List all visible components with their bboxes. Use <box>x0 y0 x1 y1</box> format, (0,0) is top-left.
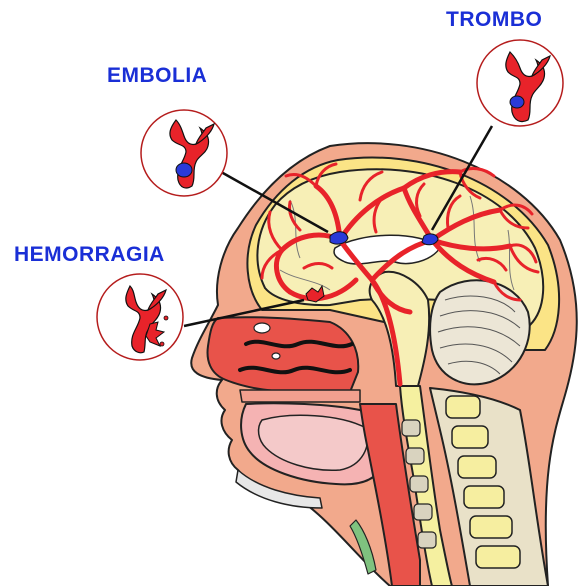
head-section <box>191 143 577 586</box>
trombo-label: TROMBO <box>446 8 542 32</box>
embolus-vessel-icon <box>141 110 227 196</box>
thrombus-vessel-icon <box>477 40 563 126</box>
thrombus-in-brain <box>422 234 438 245</box>
nasal-cavity <box>208 317 359 392</box>
embolus-in-brain <box>330 232 348 244</box>
hemorragia-label: HEMORRAGIA <box>14 243 165 267</box>
palate <box>240 390 360 402</box>
embolia-label: EMBOLIA <box>107 64 207 88</box>
hemorrhage-vessel-icon <box>97 274 183 360</box>
